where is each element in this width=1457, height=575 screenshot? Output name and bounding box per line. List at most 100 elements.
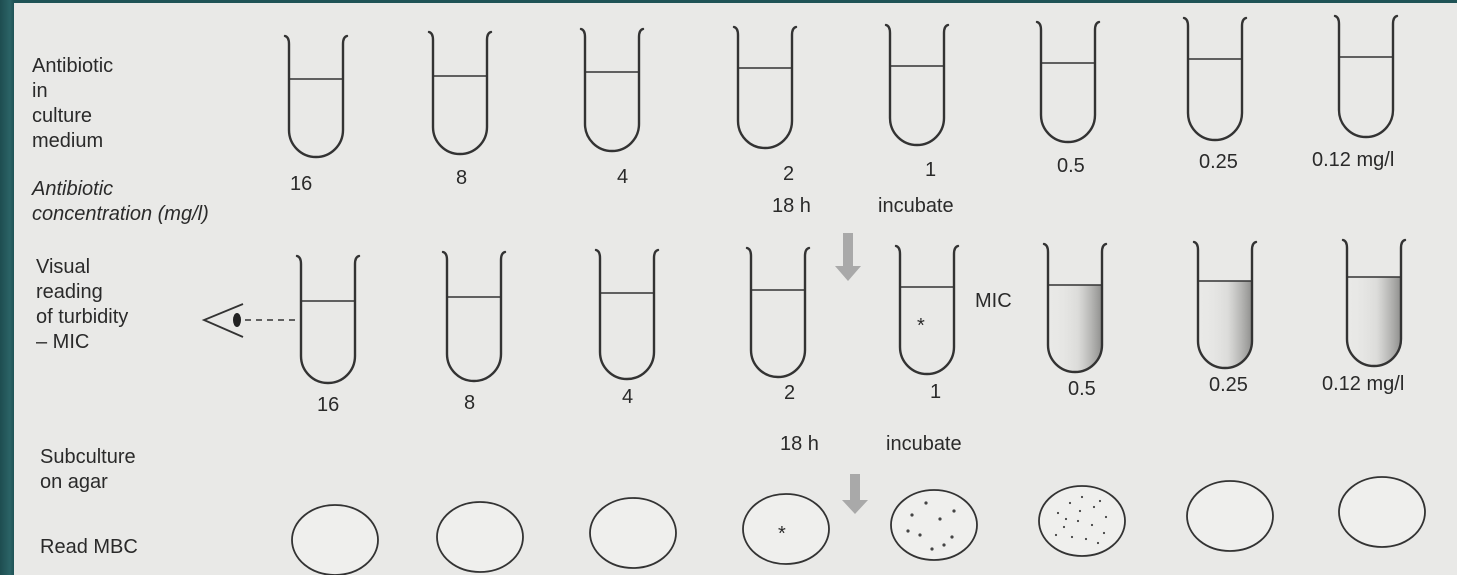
- row1-concentration-7: 0.25: [1199, 151, 1238, 173]
- tube-outline: [747, 248, 809, 377]
- row1-concentration-2: 8: [456, 167, 467, 189]
- tube-outline: [896, 246, 958, 374]
- mbc-marker: *: [778, 523, 786, 545]
- colony-dot: [1099, 500, 1101, 502]
- tube-outline: [1037, 22, 1099, 142]
- colony-dot: [952, 509, 955, 512]
- plate-outline: [437, 502, 523, 572]
- read-mbc-label: Read MBC: [40, 536, 138, 558]
- colony-dot: [1103, 532, 1105, 534]
- turbidity-fill: [1048, 285, 1102, 372]
- row2-tube-6: [1044, 244, 1106, 372]
- row2-concentration-2: 8: [464, 392, 475, 414]
- tube-outline: [285, 36, 347, 157]
- row2-tube-1: [297, 256, 359, 383]
- tube-outline: [734, 27, 796, 148]
- concentration-label-line-1: Antibiotic: [31, 178, 113, 200]
- colony-dot: [930, 547, 933, 550]
- row2-tube-8: [1343, 240, 1405, 366]
- plate-outline: [1339, 477, 1425, 547]
- row1-tube-3: [581, 29, 643, 151]
- colony-dot: [918, 533, 921, 536]
- agar-plate-1: [292, 505, 378, 575]
- tube-outline: [581, 29, 643, 151]
- colony-dot: [1091, 524, 1093, 526]
- tube-outline: [596, 250, 658, 379]
- colony-dot: [950, 535, 953, 538]
- row2-label-line-3: of turbidity: [36, 306, 128, 328]
- row2-tube-7: [1194, 242, 1256, 368]
- incubation-1-time: 18 h: [772, 195, 811, 217]
- row1-tube-8: [1335, 16, 1397, 137]
- plate-outline: [1187, 481, 1273, 551]
- row2-concentration-7: 0.25: [1209, 374, 1248, 396]
- row1-concentration-1: 16: [290, 173, 312, 195]
- row1-label-line-2: in: [32, 80, 48, 102]
- colony-dot: [1069, 502, 1071, 504]
- agar-plate-5: [891, 490, 977, 560]
- down-arrow-2: [842, 474, 868, 514]
- row2-concentration-1: 16: [317, 394, 339, 416]
- agar-plate-4: [743, 494, 829, 564]
- turbidity-fill: [1198, 281, 1252, 368]
- colony-dot: [906, 529, 909, 532]
- colony-dot: [1057, 512, 1059, 514]
- row1-label-line-1: Antibiotic: [32, 55, 113, 77]
- tube-outline: [1184, 18, 1246, 140]
- colony-dot: [1055, 534, 1057, 536]
- colony-dot: [1105, 516, 1107, 518]
- colony-dot: [1097, 542, 1099, 544]
- row2-tube-4: [747, 248, 809, 377]
- eye-icon: [204, 304, 243, 337]
- row2-concentration-5: 1: [930, 381, 941, 403]
- colony-dot: [938, 517, 941, 520]
- row1-tube-6: [1037, 22, 1099, 142]
- row2-label-line-2: reading: [36, 281, 103, 303]
- tube-outline: [1335, 16, 1397, 137]
- row3-label-line-2: on agar: [40, 471, 108, 493]
- row1-tube-5: [886, 25, 948, 145]
- agar-plate-2: [437, 502, 523, 572]
- row2-tube-5: [896, 246, 958, 374]
- turbidity-fill: [1347, 277, 1401, 366]
- row1-label-line-4: medium: [32, 130, 103, 152]
- row1-concentration-4: 2: [783, 163, 794, 185]
- colony-dot: [1077, 520, 1079, 522]
- row1-concentration-8: 0.12 mg/l: [1312, 149, 1394, 171]
- plate-outline: [590, 498, 676, 568]
- row2-label-line-1: Visual: [36, 256, 90, 278]
- colony-dot: [1081, 496, 1083, 498]
- plate-outline: [743, 494, 829, 564]
- colony-dot: [1079, 510, 1081, 512]
- row2-tube-2: [443, 252, 505, 381]
- plate-outline: [891, 490, 977, 560]
- row1-tubes: [285, 16, 1397, 157]
- row1-concentration-3: 4: [617, 166, 628, 188]
- colony-dot: [1071, 536, 1073, 538]
- row1-tube-7: [1184, 18, 1246, 140]
- row2-concentration-4: 2: [784, 382, 795, 404]
- row1-label-line-3: culture: [32, 105, 92, 127]
- mic-marker: *: [917, 315, 925, 337]
- incubation-1-action: incubate: [878, 195, 954, 217]
- tube-outline: [443, 252, 505, 381]
- row2-tube-3: [596, 250, 658, 379]
- colony-dot: [1093, 506, 1095, 508]
- down-arrow-1: [835, 233, 861, 281]
- row2-concentration-8: 0.12 mg/l: [1322, 373, 1404, 395]
- row1-concentration-5: 1: [925, 159, 936, 181]
- colony-dot: [942, 543, 945, 546]
- agar-plate-3: [590, 498, 676, 568]
- incubation-2-time: 18 h: [780, 433, 819, 455]
- tube-outline: [429, 32, 491, 154]
- row2-concentration-6: 0.5: [1068, 378, 1096, 400]
- colony-dot: [924, 501, 927, 504]
- agar-plate-8: [1339, 477, 1425, 547]
- row1-tube-1: [285, 36, 347, 157]
- colony-dot: [1085, 538, 1087, 540]
- row1-tube-4: [734, 27, 796, 148]
- colony-dot: [1065, 518, 1067, 520]
- row1-tube-2: [429, 32, 491, 154]
